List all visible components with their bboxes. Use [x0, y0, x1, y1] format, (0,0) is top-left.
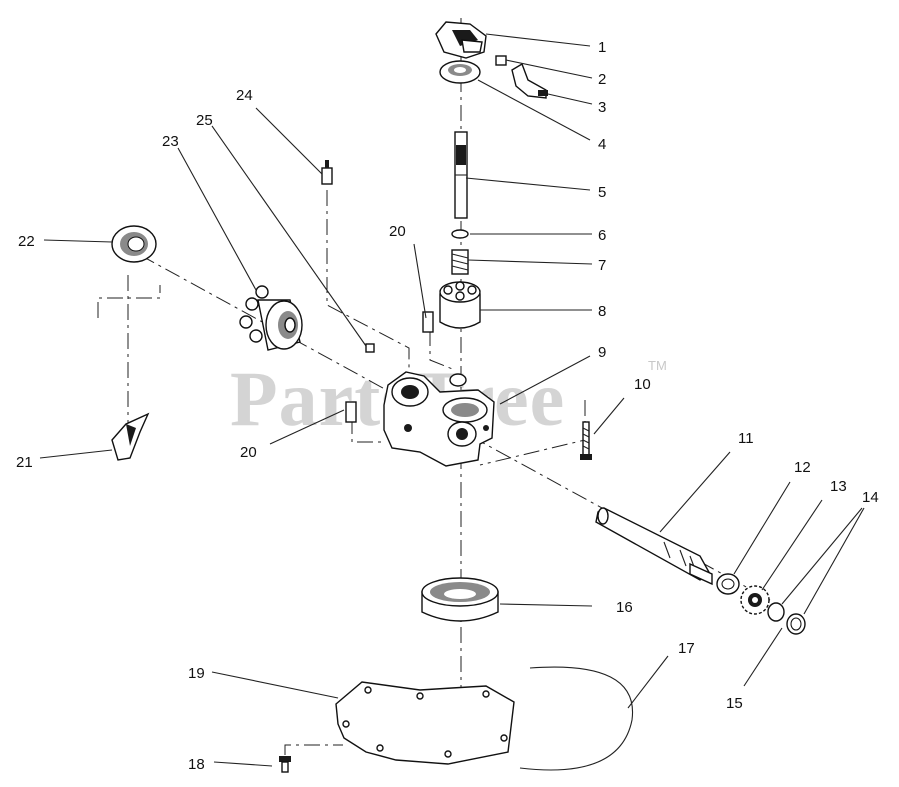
part-19-gasket: [335, 681, 515, 765]
part-1-cap: [435, 21, 487, 59]
callout-14: 14: [862, 489, 879, 506]
callout-labels: 1 2 3 4 5 6 7 8 9 10 11 12 13 14 15 16 1…: [16, 39, 879, 773]
callout-21: 21: [16, 454, 33, 471]
callout-9: 9: [598, 344, 606, 361]
part-17-seal-bead: [519, 666, 634, 771]
part-23-pump-rotor: [239, 285, 303, 351]
callout-20-lower: 20: [240, 444, 257, 461]
part-12-washer: [716, 573, 740, 595]
part-21-bracket: [111, 412, 150, 461]
part-5-shaft: [454, 131, 468, 219]
part-25-check-valve: [365, 343, 375, 353]
part-8-cylinder-block: [439, 281, 481, 329]
callout-20-upper: 20: [389, 223, 406, 240]
part-9-housing: [383, 371, 495, 467]
callout-12: 12: [794, 459, 811, 476]
callout-5: 5: [598, 184, 606, 201]
callout-3: 3: [598, 99, 606, 116]
callout-15: 15: [726, 695, 743, 712]
part-14-15-rings: [767, 602, 806, 635]
callout-16: 16: [616, 599, 633, 616]
callout-1: 1: [598, 39, 606, 56]
callout-18: 18: [188, 756, 205, 773]
part-22-seal: [111, 225, 157, 263]
callout-13: 13: [830, 478, 847, 495]
callout-7: 7: [598, 257, 606, 274]
callout-11: 11: [738, 430, 754, 447]
callout-17: 17: [678, 640, 695, 657]
part-20-pin-lower: [345, 401, 357, 423]
callout-24: 24: [236, 87, 253, 104]
part-13-gear: [740, 585, 770, 615]
callout-10: 10: [634, 376, 651, 393]
part-3-lever: [511, 62, 548, 99]
part-10-bolt: [580, 421, 592, 460]
part-4-bearing: [439, 60, 481, 84]
callout-8: 8: [598, 303, 606, 320]
part-11-axle-shaft: [595, 507, 713, 586]
callout-19: 19: [188, 665, 205, 682]
callout-23: 23: [162, 133, 179, 150]
callout-4: 4: [598, 136, 606, 153]
leader-lines: [39, 33, 865, 767]
part-6-ring: [451, 229, 469, 239]
part-16-ring-gear: [421, 577, 499, 622]
part-18-screw: [279, 756, 291, 773]
callout-2: 2: [598, 71, 606, 88]
part-2-nut: [495, 55, 507, 66]
part-24-valve-stem: [321, 160, 333, 185]
callout-22: 22: [18, 233, 35, 250]
part-20-pin-upper: [422, 311, 434, 333]
part-7-spring: [451, 249, 469, 275]
watermark-trademark: TM: [648, 358, 667, 373]
callout-6: 6: [598, 227, 606, 244]
callout-25: 25: [196, 112, 213, 129]
